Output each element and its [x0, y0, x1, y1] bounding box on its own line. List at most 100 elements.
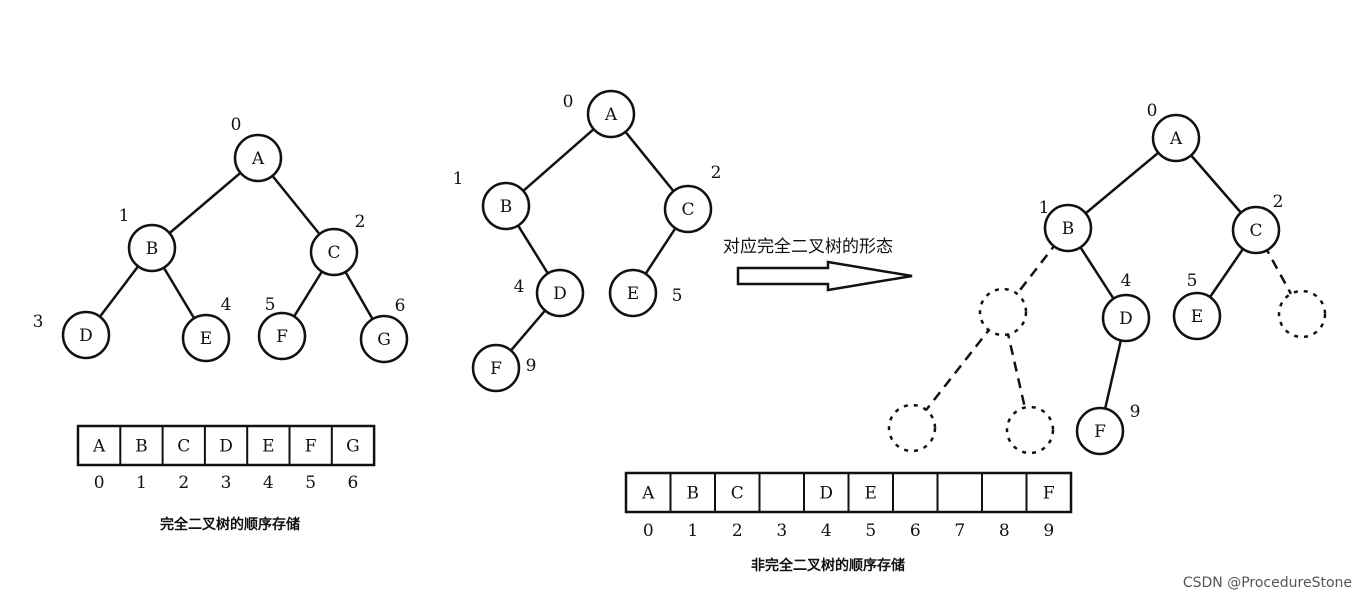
noncomplete-array-index-4: 4: [821, 521, 832, 541]
complete-array-cell-5: F: [305, 437, 317, 457]
complete-node-index-F: 5: [265, 295, 276, 315]
completed-form-node-index-F: 9: [1130, 402, 1141, 422]
complete-array-index-1: 1: [136, 473, 147, 493]
noncomplete-array-cell-4: D: [819, 484, 833, 504]
noncomplete-node-A: [586, 89, 636, 139]
complete-node-label-G: G: [377, 330, 391, 350]
transform-arrow: 对应完全二叉树的形态: [723, 237, 913, 292]
noncomplete-node-index-B: 1: [453, 169, 464, 189]
complete-array-frame: [76, 424, 376, 467]
noncomplete-node-C: [663, 184, 713, 234]
complete-node-label-D: D: [79, 326, 93, 346]
completed-form-node-B: [1043, 203, 1093, 253]
completed-form-node-F: [1075, 406, 1125, 456]
completed-form-node-index-B: 1: [1039, 198, 1050, 218]
complete-array-index-3: 3: [221, 473, 232, 493]
noncomplete-node-index-A: 0: [563, 92, 574, 112]
noncomplete-array-index-1: 1: [687, 521, 698, 541]
complete-node-label-C: C: [327, 243, 340, 263]
completed-form-node-label-D: D: [1119, 309, 1133, 329]
complete-array-index-0: 0: [94, 473, 105, 493]
completed-form-node-label-E: E: [1191, 307, 1203, 327]
completed-form-node-index-C: 2: [1273, 192, 1284, 212]
completed-form-node-index-A: 0: [1147, 101, 1158, 121]
complete-node-index-B: 1: [119, 206, 130, 226]
noncomplete-node-label-B: B: [500, 197, 513, 217]
noncomplete-node-index-E: 5: [672, 286, 683, 306]
complete-node-F: [257, 311, 307, 361]
complete-array-cell-0: A: [92, 437, 106, 457]
completed-form-node-C: [1231, 205, 1281, 255]
noncomplete-array-index-9: 9: [1043, 521, 1054, 541]
noncomplete-array-cell-1: B: [687, 484, 700, 504]
noncomplete-node-index-D: 4: [514, 277, 525, 297]
completed-form-node-E: [1172, 291, 1222, 341]
noncomplete-array-index-3: 3: [776, 521, 787, 541]
complete-node-index-G: 6: [395, 296, 406, 316]
completed-form-node-index-D: 4: [1121, 271, 1132, 291]
noncomplete-array-index-8: 8: [999, 521, 1010, 541]
transform-arrow-label: 对应完全二叉树的形态: [723, 237, 893, 257]
noncomplete-array-index-2: 2: [732, 521, 743, 541]
noncomplete-node-label-C: C: [681, 200, 694, 220]
noncomplete-array-index-6: 6: [910, 521, 921, 541]
completed-form-node-label-F: F: [1094, 422, 1106, 442]
noncomplete-array-cell-9: F: [1043, 484, 1055, 504]
completed-form-node-label-A: A: [1169, 129, 1183, 149]
noncomplete-node-F: [471, 343, 521, 393]
complete-node-label-A: A: [251, 149, 265, 169]
noncomplete-tree-caption: 非完全二叉树的顺序存储: [751, 557, 905, 574]
complete-array-index-4: 4: [263, 473, 274, 493]
noncomplete-array-cell-0: A: [641, 484, 655, 504]
complete-array-index-5: 5: [305, 473, 316, 493]
noncomplete-array-cell-2: C: [731, 484, 744, 504]
complete-node-label-B: B: [146, 239, 159, 259]
noncomplete-array-index-0: 0: [643, 521, 654, 541]
completed-form-node-label-B: B: [1062, 219, 1075, 239]
noncomplete-node-E: [608, 268, 658, 318]
complete-array-cell-2: C: [177, 437, 190, 457]
complete-array-cell-1: B: [135, 437, 148, 457]
complete-array-cell-3: D: [219, 437, 233, 457]
complete-node-label-E: E: [200, 329, 212, 349]
complete-array-cell-6: G: [346, 437, 360, 457]
noncomplete-node-index-F: 9: [526, 356, 537, 376]
complete-array-index-2: 2: [178, 473, 189, 493]
completed-form-virtual-node: [1005, 405, 1055, 455]
complete-node-C: [309, 227, 359, 277]
noncomplete-node-label-D: D: [553, 284, 567, 304]
complete-node-index-C: 2: [355, 212, 366, 232]
complete-node-index-E: 4: [221, 295, 232, 315]
noncomplete-array-index-5: 5: [865, 521, 876, 541]
complete-node-index-A: 0: [231, 115, 242, 135]
noncomplete-node-index-C: 2: [711, 163, 722, 183]
noncomplete-node-D: [535, 268, 585, 318]
noncomplete-node-B: [481, 181, 531, 231]
complete-node-G: [359, 314, 409, 364]
completed-form-node-A: [1151, 113, 1201, 163]
complete-array-index-6: 6: [348, 473, 359, 493]
complete-tree-caption: 完全二叉树的顺序存储: [160, 516, 300, 533]
completed-form-dashed-edge-v3-v7: [911, 311, 1004, 429]
complete-array-cell-4: E: [262, 437, 274, 457]
completed-form-node-D: [1101, 293, 1151, 343]
transform-arrow-shape: [736, 260, 913, 292]
noncomplete-node-label-F: F: [490, 359, 502, 379]
completed-form-virtual-node: [978, 287, 1028, 337]
noncomplete-node-label-A: A: [604, 105, 618, 125]
noncomplete-array-index-7: 7: [954, 521, 965, 541]
complete-node-B: [127, 223, 177, 273]
completed-form-node-index-E: 5: [1187, 271, 1198, 291]
completed-form-node-label-C: C: [1249, 221, 1262, 241]
completed-form-virtual-node: [1277, 289, 1327, 339]
noncomplete-array-cell-5: E: [865, 484, 877, 504]
complete-node-E: [181, 313, 231, 363]
complete-node-D: [61, 310, 111, 360]
completed-form-virtual-node: [887, 403, 937, 453]
noncomplete-node-label-E: E: [627, 284, 639, 304]
complete-node-A: [233, 133, 283, 183]
complete-node-label-F: F: [276, 327, 288, 347]
complete-node-index-D: 3: [33, 312, 44, 332]
watermark: CSDN @ProcedureStone: [1183, 575, 1352, 591]
